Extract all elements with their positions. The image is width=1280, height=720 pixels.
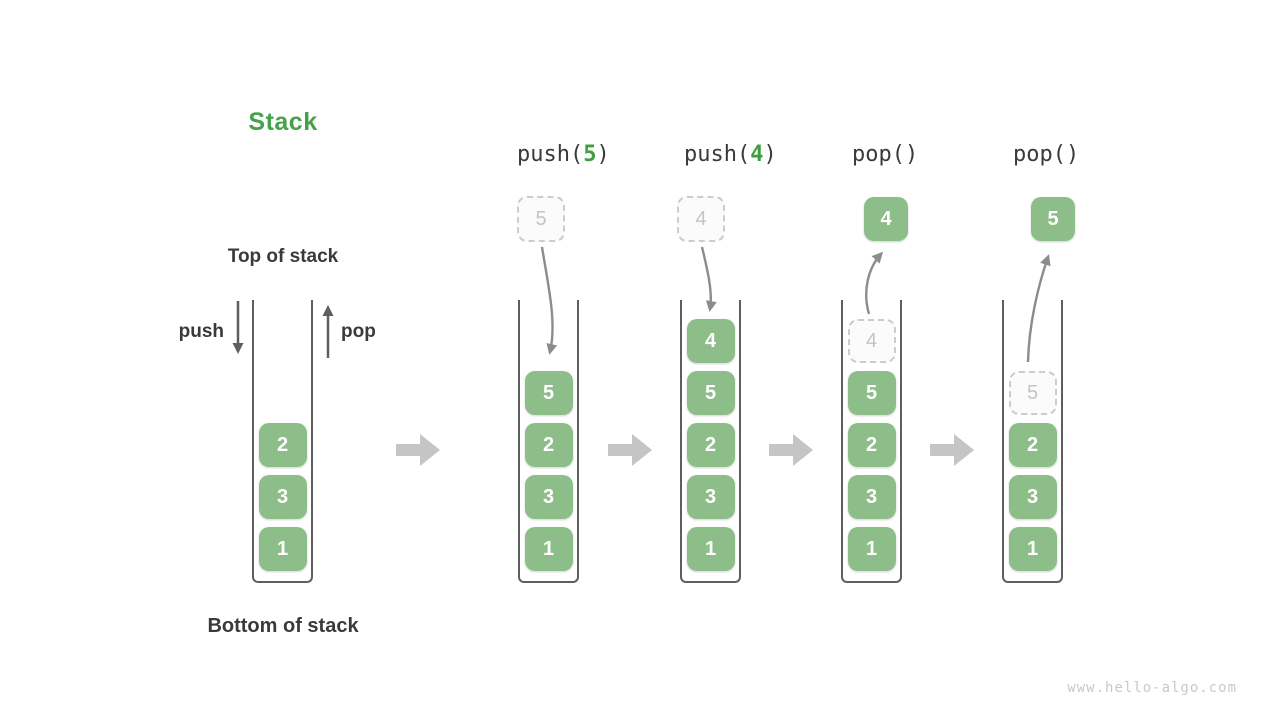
op-arg: 4 <box>750 142 764 167</box>
op-label-push4: push(4) <box>684 142 777 167</box>
stack-element: 2 <box>1008 423 1057 467</box>
stack-element: 1 <box>258 527 307 571</box>
op-post: ) <box>763 142 777 167</box>
watermark: www.hello-algo.com <box>1067 680 1237 696</box>
stack-after-pop-1: 4 5 2 3 1 <box>841 300 902 583</box>
op-arg: 5 <box>583 142 597 167</box>
op-post: ) <box>904 142 919 167</box>
stack-after-push4: 4 5 2 3 1 <box>680 300 741 583</box>
op-pre: pop( <box>1013 142 1066 167</box>
stack-element: 5 <box>686 371 735 415</box>
op-label-pop-2: pop() <box>1013 142 1079 167</box>
floating-ghost-box-5: 5 <box>517 196 565 242</box>
right-block-arrow <box>396 434 440 466</box>
right-block-arrow <box>930 434 974 466</box>
stack-element: 1 <box>847 527 896 571</box>
stack-element: 2 <box>686 423 735 467</box>
floating-popped-box-4: 4 <box>864 197 908 241</box>
stack-element: 1 <box>524 527 573 571</box>
op-post: ) <box>596 142 610 167</box>
op-post: ) <box>1065 142 1080 167</box>
top-of-stack-label: Top of stack <box>227 246 339 267</box>
stack-element: 1 <box>686 527 735 571</box>
stack-element-removed: 5 <box>1008 371 1057 415</box>
op-pre: pop( <box>852 142 905 167</box>
diagram-title: Stack <box>248 108 318 136</box>
bottom-of-stack-label: Bottom of stack <box>207 615 359 637</box>
op-pre: push( <box>684 142 751 167</box>
stack-element: 3 <box>847 475 896 519</box>
floating-ghost-box-4: 4 <box>677 196 725 242</box>
stack-element: 3 <box>258 475 307 519</box>
pop-label: pop <box>341 321 376 342</box>
right-block-arrow <box>769 434 813 466</box>
stack-element: 5 <box>524 371 573 415</box>
stack-element: 3 <box>686 475 735 519</box>
stack-element: 3 <box>524 475 573 519</box>
op-label-push5: push(5) <box>517 142 610 167</box>
floating-popped-box-5: 5 <box>1031 197 1075 241</box>
stack-after-push5: 5 2 3 1 <box>518 300 579 583</box>
stack-element: 1 <box>1008 527 1057 571</box>
stack-element: 4 <box>686 319 735 363</box>
right-block-arrow <box>608 434 652 466</box>
op-pre: push( <box>517 142 584 167</box>
stack-element: 2 <box>847 423 896 467</box>
stack-element-removed: 4 <box>847 319 896 363</box>
stack-element: 2 <box>258 423 307 467</box>
stack-element: 2 <box>524 423 573 467</box>
stack-element: 5 <box>847 371 896 415</box>
push-label: push <box>178 321 224 342</box>
op-label-pop-1: pop() <box>852 142 918 167</box>
stack-element: 3 <box>1008 475 1057 519</box>
stack-after-pop-2: 5 2 3 1 <box>1002 300 1063 583</box>
stack-initial: 2 3 1 <box>252 300 313 583</box>
